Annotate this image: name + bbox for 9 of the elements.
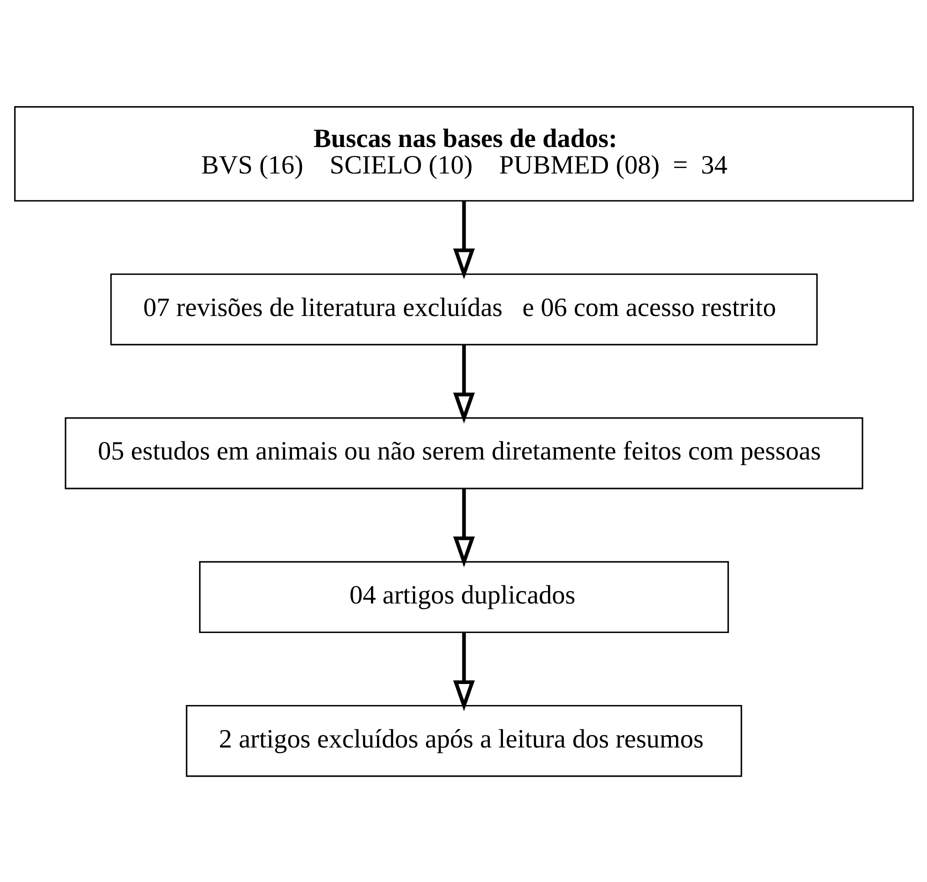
arrow (452, 488, 474, 567)
node-box: Buscas nas bases de dados: BVS (16) SCIELO (10) PUBMED (08) = 34 (14, 106, 914, 202)
arrow (452, 632, 474, 711)
node-box: 07 revisões de literatura excluídas e 06 com acesso restrito (110, 272, 818, 345)
node-box: 04 artigos duplicados (198, 560, 728, 633)
node-box: 05 estudos em animais ou não serem diretamente feitos com pessoas (64, 416, 863, 489)
node-box: 2 artigos excluídos após a leitura dos resumos (185, 704, 742, 776)
arrow (452, 344, 474, 424)
arrow (452, 200, 474, 279)
